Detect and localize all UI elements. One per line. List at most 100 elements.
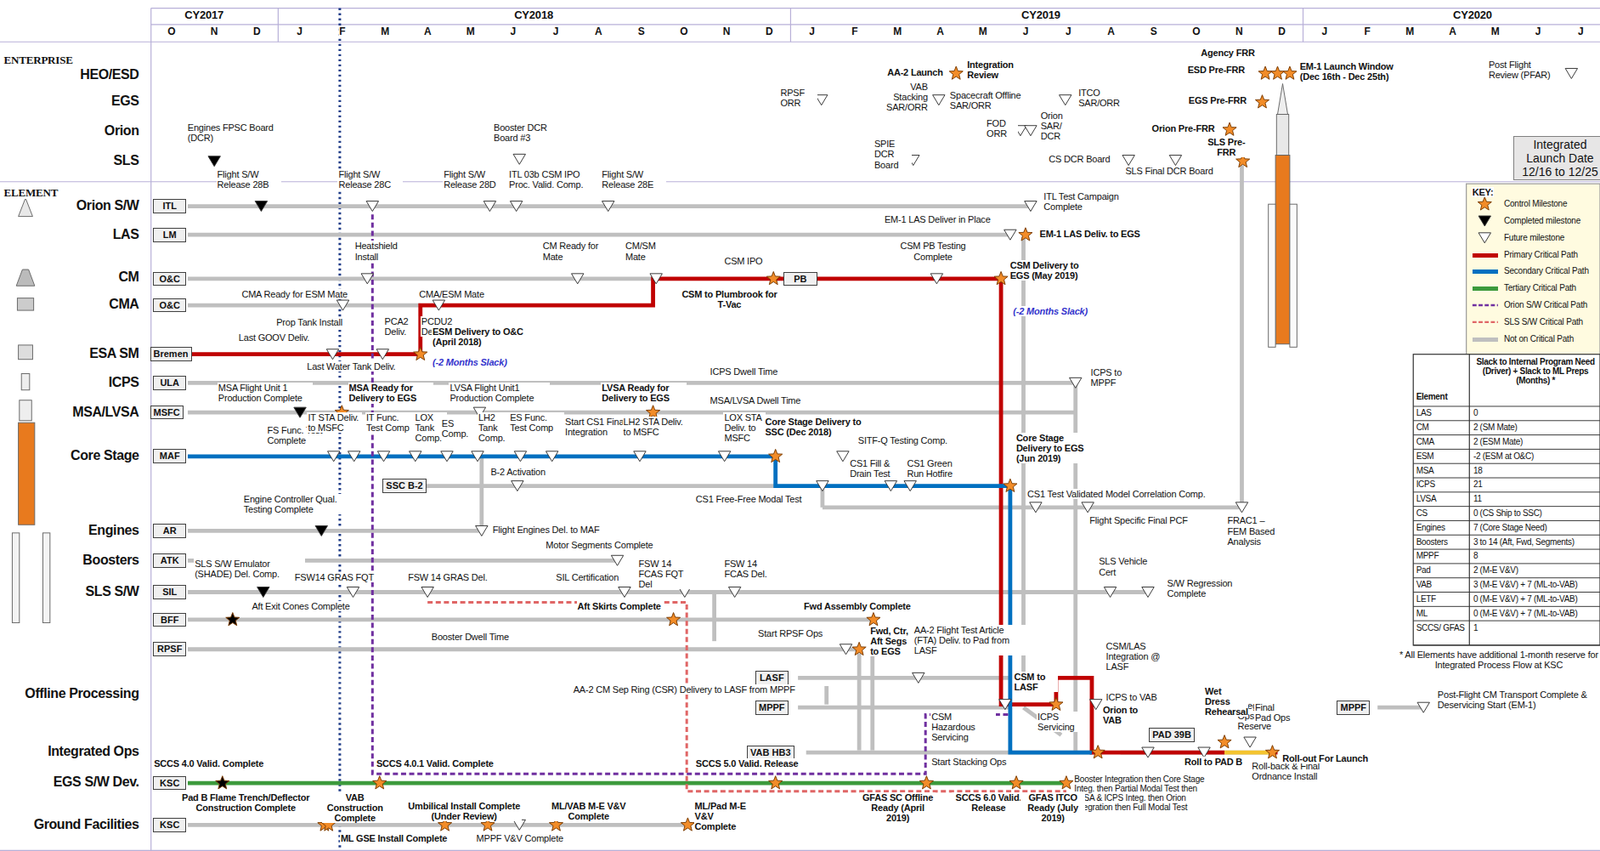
label-text: FSW 14 FCAS Del.: [723, 558, 772, 579]
milestone-triangle: [1004, 229, 1017, 240]
label-text: HEO/ESD: [79, 67, 140, 83]
label-text: Flight S/W Release 28C: [337, 169, 402, 190]
label-text: CY2017: [183, 9, 225, 22]
label-text: N: [1234, 26, 1244, 38]
milestone-triangle: [513, 153, 526, 164]
label-text: N: [722, 26, 731, 38]
box-text: Integrated Launch Date 12/16 to 12/25: [1521, 137, 1599, 179]
milestone-triangle: [884, 480, 897, 492]
table-rule: [1413, 405, 1600, 407]
table-rule: [1413, 620, 1600, 622]
label-text: M: [465, 26, 476, 38]
label-text: 0 (CS Ship to SSC): [1472, 508, 1544, 518]
label-text: J: [1320, 26, 1328, 38]
label-text: ENTERPRISE: [3, 54, 74, 67]
milestone-triangle: [839, 644, 852, 655]
milestone-triangle: [513, 819, 526, 830]
legend-text: Secondary Critical Path: [1503, 265, 1590, 276]
milestone-triangle: [514, 451, 526, 462]
milestone-triangle: [348, 451, 361, 462]
label-text: Flight S/W Release 28E: [600, 169, 666, 190]
legend-text: Orion S/W Critical Path: [1503, 299, 1589, 310]
label-text: CSM Hazardous Servicing: [930, 711, 996, 742]
label-text: CMA: [1415, 436, 1436, 447]
label-text: F: [850, 26, 859, 38]
milestone-triangle: [346, 587, 359, 598]
label-text: VAB Construction Complete: [322, 791, 387, 823]
label-text: ELEMENT: [3, 186, 60, 199]
label-text: SCCS 4.0 Valid. Complete: [152, 757, 265, 769]
table-rule: [1413, 576, 1600, 578]
label-text: MSA/LVSA Dwell Time: [709, 395, 803, 406]
label-text: EM-1 LAS Deliv. to EGS: [1039, 228, 1142, 239]
label-text: ESD Pre-FRR: [1187, 64, 1246, 75]
label-text: LVSA Ready for Delivery to EGS: [600, 382, 686, 403]
label-text: KEY:: [1471, 186, 1495, 198]
milestone-triangle: [545, 451, 558, 462]
milestone-star: [1003, 478, 1018, 492]
box-text: AR: [163, 525, 177, 536]
element-box: ULA: [152, 375, 187, 391]
milestone-triangle: [315, 525, 328, 536]
element-box: KSC: [152, 817, 187, 832]
element-box: ITL: [152, 198, 187, 214]
label-text: Pad B Flame Trench/Deflector Constructio…: [169, 791, 323, 813]
element-box: O&C: [152, 298, 187, 313]
element-box: MSFC: [150, 405, 184, 420]
label-text: LH2 STA Deliv. to MSFC: [622, 416, 692, 437]
label-text: Last GOOV Deliv.: [237, 332, 311, 343]
milestone-triangle: [440, 451, 453, 462]
milestone-star: [1049, 696, 1063, 710]
milestone-triangle: [475, 525, 488, 536]
label-text: 11: [1472, 493, 1483, 504]
label-text: 3 to 14 (Aft, Fwd, Segments): [1472, 537, 1576, 547]
box-text: SSC B-2: [385, 480, 423, 491]
milestone-triangle: [208, 156, 221, 167]
element-box: MPPF: [1336, 700, 1370, 715]
label-text: CM Ready for Mate: [542, 240, 602, 261]
label-text: ICPS: [107, 374, 141, 391]
label-text: N: [209, 26, 219, 38]
milestone-star: [919, 775, 933, 789]
label-text: M: [379, 26, 391, 38]
label-text: Aft Skirts Complete: [576, 600, 662, 611]
label-text: EGS Pre-FRR: [1187, 95, 1248, 106]
label-text: 21: [1472, 479, 1484, 489]
label-text: Booster Dwell Time: [430, 631, 510, 642]
label-text: 8: [1472, 550, 1479, 560]
label-text: Prop Tank Install: [275, 316, 344, 328]
label-text: CY2018: [513, 9, 555, 22]
element-box: VAB HB3: [746, 745, 794, 760]
box-text: VAB HB3: [750, 746, 791, 758]
milestone-star: [1222, 122, 1237, 136]
box-text: BFF: [160, 614, 179, 625]
label-text: SCCS/ GFAS: [1415, 622, 1469, 633]
label-text: LVSA Flight Unit1 Production Complete: [448, 382, 549, 403]
table-rule: [1413, 520, 1600, 521]
milestone-star: [1270, 66, 1284, 80]
label-text: FSW 14 FCAS FQT Del: [638, 558, 697, 589]
box-text: O&C: [159, 273, 181, 284]
box-text: KSC: [159, 777, 180, 788]
label-text: * All Elements have additional 1-month r…: [1397, 649, 1600, 670]
milestone-triangle: [366, 201, 379, 212]
label-text: 0 (M-E V&V) + 7 (ML-to-VAB): [1472, 593, 1579, 604]
label-text: 2 (SM Mate): [1472, 422, 1519, 432]
element-box: PB: [783, 271, 817, 287]
label-text: GFAS SC Offline Ready (April 2019): [859, 791, 935, 823]
label-text: AA-2 Flight Test Article (FTA) Deliv. to…: [913, 624, 1030, 656]
table-rule: [1413, 505, 1600, 507]
label-text: A: [423, 26, 432, 38]
label-text: Boosters: [81, 552, 140, 568]
label-text: Last Water Tank Deliv.: [305, 361, 396, 372]
box-text: KSC: [159, 819, 180, 830]
label-text: Engines: [1415, 522, 1447, 532]
label-text: Fwd, Ctr, Aft Segs to EGS: [869, 625, 918, 656]
label-text: LH2 Tank Comp.: [477, 412, 510, 443]
label-text: J: [552, 26, 560, 38]
label-text: CM: [117, 269, 140, 285]
label-text: ESA SM: [88, 345, 140, 362]
label-text: S: [637, 26, 646, 38]
milestone-triangle: [904, 480, 916, 492]
element-box: SSC B-2: [382, 478, 426, 493]
